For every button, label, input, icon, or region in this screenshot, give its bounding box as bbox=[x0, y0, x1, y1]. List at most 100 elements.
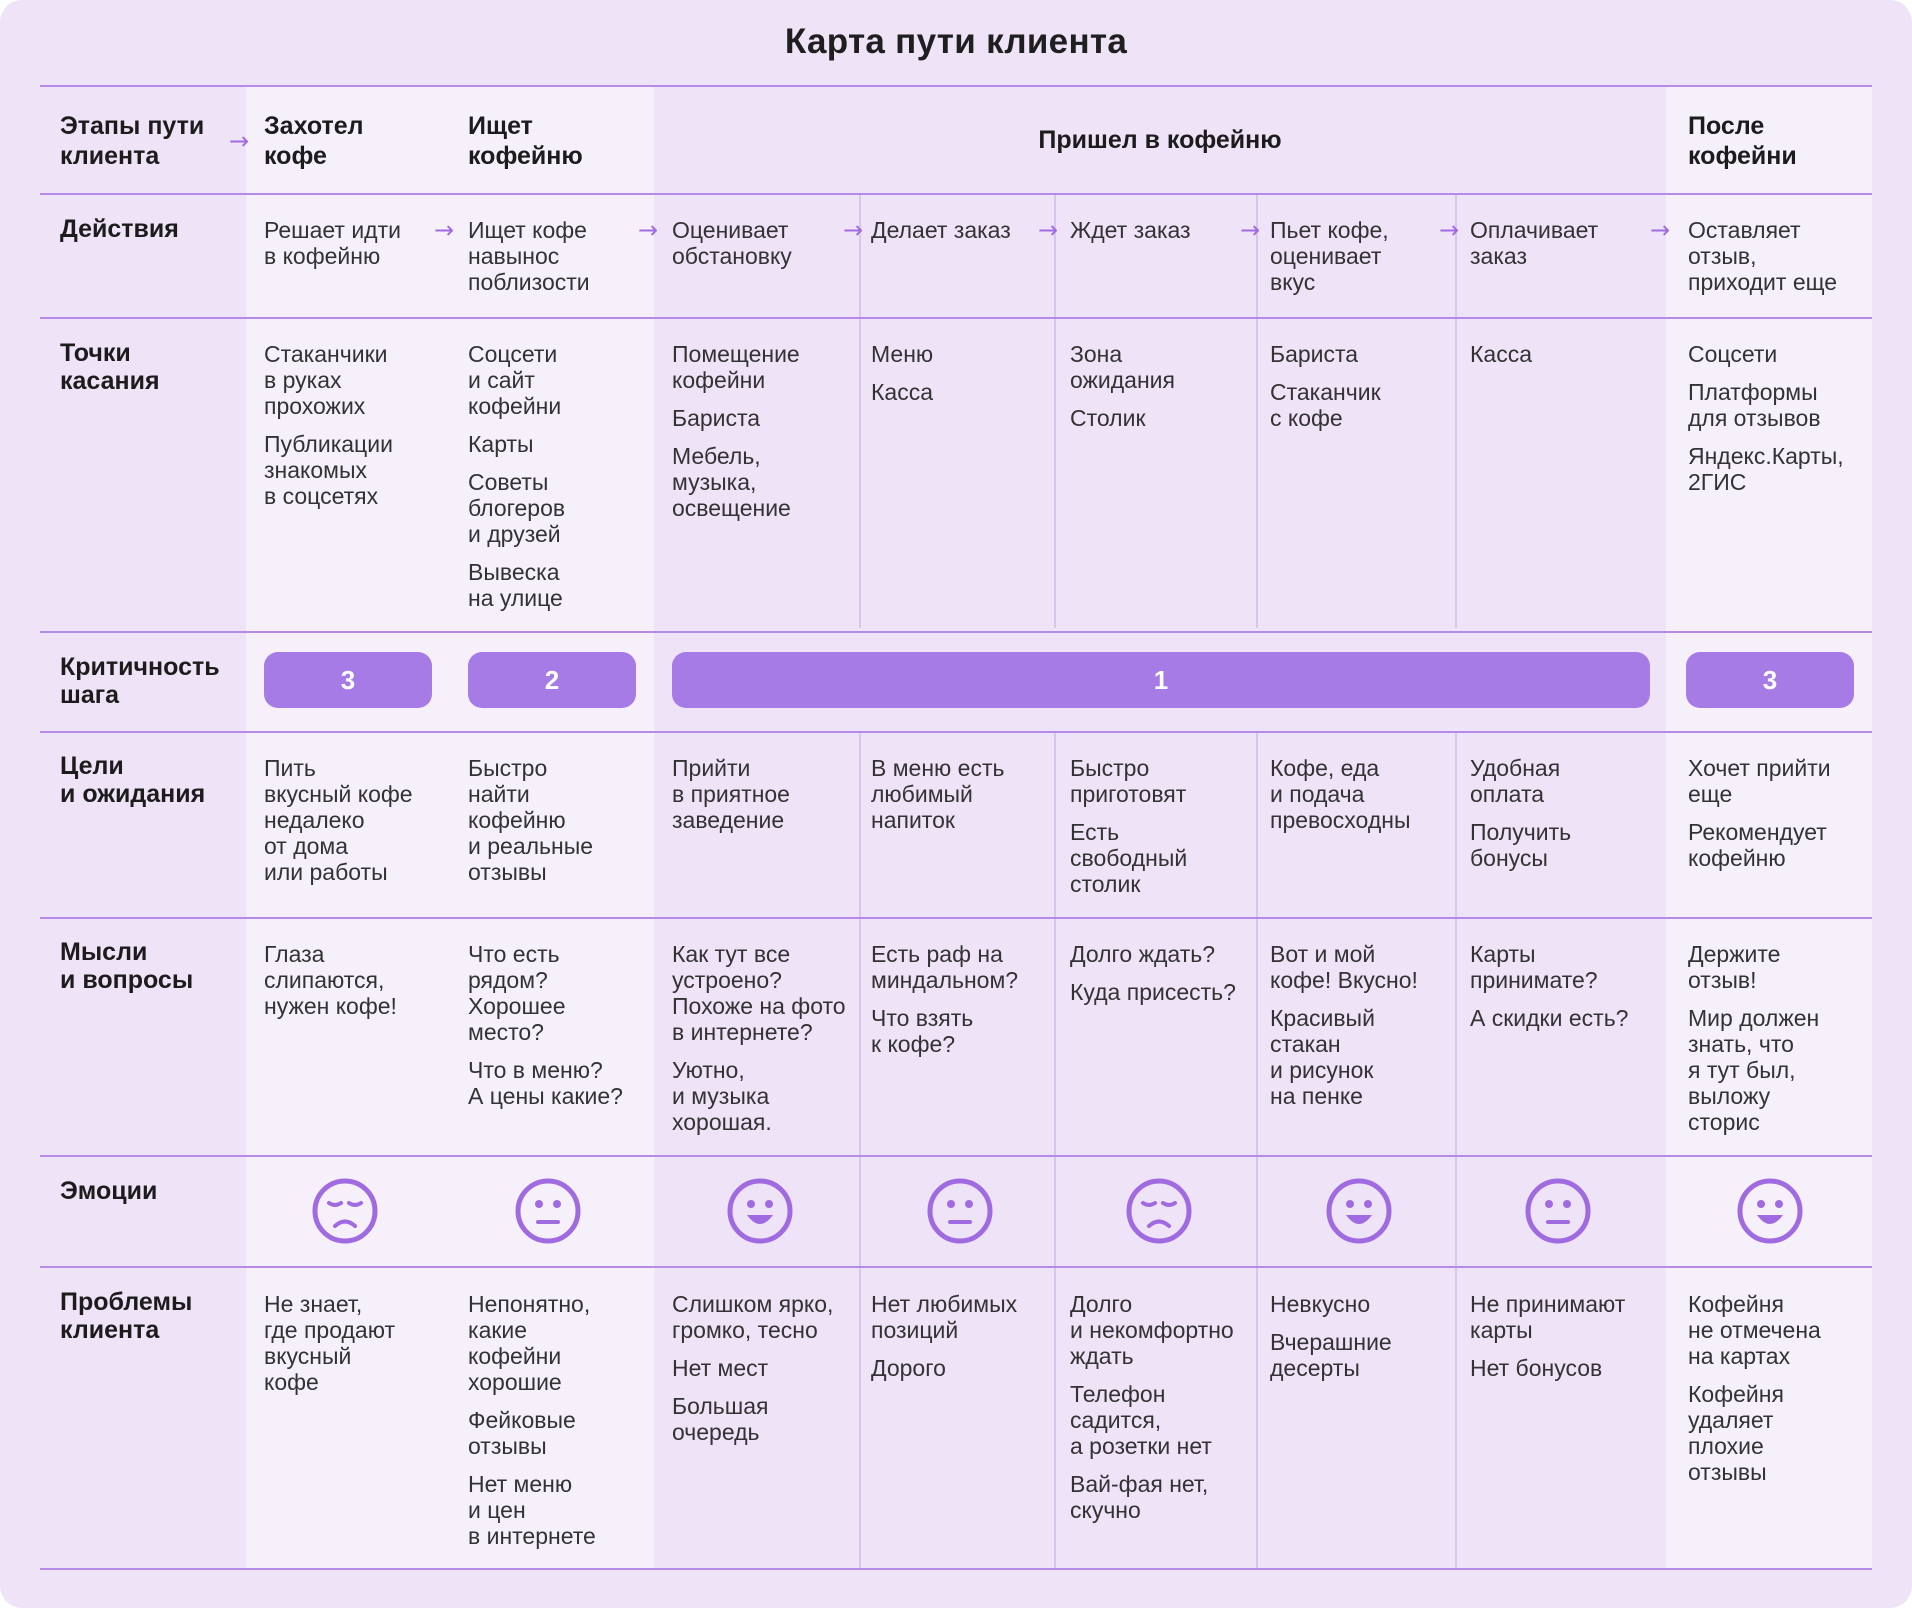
thought-item: Как тут все устроено? Похоже на фото в и… bbox=[672, 941, 846, 1045]
problem-item: Фейковые отзывы bbox=[468, 1407, 576, 1459]
goal-item: Быстро приготовят bbox=[1070, 755, 1187, 807]
touchpoint-item: Публикации знакомых в соцсетях bbox=[264, 431, 393, 509]
goal-item: Прийти в приятное заведение bbox=[672, 755, 790, 833]
arrow-right-icon: → bbox=[843, 216, 864, 244]
touchpoint-item: Помещение кофейни bbox=[672, 341, 800, 393]
problem-cell: Непонятно, какие кофейни хорошие Фейковы… bbox=[468, 1291, 596, 1561]
problem-item: Вчерашние десерты bbox=[1270, 1329, 1392, 1381]
thought-item: А скидки есть? bbox=[1470, 1005, 1629, 1031]
action-cell: Оставляет отзыв, приходит еще bbox=[1688, 217, 1838, 295]
goal-cell: Быстро приготовят Есть свободный столик bbox=[1070, 755, 1187, 909]
touchpoint-cell: Бариста Стаканчик с кофе bbox=[1270, 341, 1381, 443]
thought-item: Глаза слипаются, нужен кофе! bbox=[264, 941, 397, 1019]
row-divider bbox=[40, 731, 1872, 733]
thought-cell: Держите отзыв! Мир должен знать, что я т… bbox=[1688, 941, 1819, 1147]
criticality-badge: 3 bbox=[264, 652, 432, 708]
goal-item: В меню есть любимый напиток bbox=[871, 755, 1005, 833]
criticality-badge: 2 bbox=[468, 652, 636, 708]
column-divider bbox=[1455, 194, 1457, 628]
touchpoint-cell: Стаканчики в руках прохожих Публикации з… bbox=[264, 341, 393, 521]
goal-cell: Прийти в приятное заведение bbox=[672, 755, 790, 845]
row-divider bbox=[40, 85, 1872, 87]
touchpoint-cell: Соцсети Платформы для отзывов Яндекс.Кар… bbox=[1688, 341, 1844, 507]
happy-face-icon bbox=[1737, 1178, 1803, 1244]
thought-item: Уютно, и музыка хорошая. bbox=[672, 1057, 772, 1135]
action-cell: Пьет кофе, оценивает вкус bbox=[1270, 217, 1389, 295]
touchpoint-cell: Касса bbox=[1470, 341, 1532, 379]
problem-item: Слишком ярко, громко, тесно bbox=[672, 1291, 834, 1343]
goal-item: Удобная оплата bbox=[1470, 755, 1561, 807]
neutral-face-icon bbox=[515, 1178, 581, 1244]
arrow-right-icon: → bbox=[1038, 216, 1059, 244]
touchpoint-item: Карты bbox=[468, 431, 534, 457]
thought-cell: Карты принимате? А скидки есть? bbox=[1470, 941, 1628, 1043]
thought-item: Вот и мой кофе! Вкусно! bbox=[1270, 941, 1418, 993]
action-cell: Ждет заказ bbox=[1070, 217, 1191, 243]
problem-item: Не знает, где продают вкусный кофе bbox=[264, 1291, 395, 1395]
thought-cell: Что есть рядом? Хорошее место? Что в мен… bbox=[468, 941, 623, 1121]
stage-header: Ищет кофейню bbox=[468, 112, 583, 170]
problem-item: Кофейня удаляет плохие отзывы bbox=[1688, 1381, 1784, 1485]
touchpoint-item: Вывеска на улице bbox=[468, 559, 563, 611]
neutral-face-icon bbox=[927, 1178, 993, 1244]
row-divider bbox=[40, 917, 1872, 919]
problem-item: Не принимают карты bbox=[1470, 1291, 1626, 1343]
annoyed-face-icon bbox=[1126, 1178, 1192, 1244]
arrow-right-icon: → bbox=[1240, 216, 1261, 244]
touchpoint-cell: Меню Касса bbox=[871, 341, 933, 417]
column-divider bbox=[1054, 194, 1056, 628]
goal-item: Быстро найти кофейню и реальные отзывы bbox=[468, 755, 594, 885]
row-divider bbox=[40, 1155, 1872, 1157]
problem-item: Нет любимых позиций bbox=[871, 1291, 1018, 1343]
touchpoint-item: Бариста bbox=[672, 405, 761, 431]
touchpoint-cell: Зона ожидания Столик bbox=[1070, 341, 1175, 443]
action-cell: Решает идти в кофейню bbox=[264, 217, 401, 269]
arrow-right-icon: → bbox=[1650, 216, 1671, 244]
row-divider bbox=[40, 317, 1872, 319]
thought-item: Красивый стакан и рисунок на пенке bbox=[1270, 1005, 1375, 1109]
problem-item: Нет меню и цен в интернете bbox=[468, 1471, 596, 1549]
action-cell: Оплачивает заказ bbox=[1470, 217, 1599, 269]
thought-cell: Вот и мой кофе! Вкусно! Красивый стакан … bbox=[1270, 941, 1418, 1121]
touchpoint-cell: Соцсети и сайт кофейни Карты Советы блог… bbox=[468, 341, 565, 623]
stage-header: После кофейни bbox=[1688, 112, 1797, 170]
row-label-problems: Проблемы клиента bbox=[60, 1288, 193, 1344]
row-label-emotions: Эмоции bbox=[60, 1177, 158, 1205]
row-label-touchpoints: Точки касания bbox=[60, 339, 160, 395]
thought-item: Есть раф на миндальном? bbox=[871, 941, 1019, 993]
problem-cell: Не принимают карты Нет бонусов bbox=[1470, 1291, 1625, 1393]
touchpoint-item: Столик bbox=[1070, 405, 1146, 431]
thought-item: Карты принимате? bbox=[1470, 941, 1598, 993]
arrow-right-icon: → bbox=[434, 216, 455, 244]
touchpoint-item: Зона ожидания bbox=[1070, 341, 1175, 393]
goal-item: Кофе, еда и подача превосходны bbox=[1270, 755, 1411, 833]
row-label-thoughts: Мысли и вопросы bbox=[60, 938, 194, 994]
touchpoint-item: Бариста bbox=[1270, 341, 1359, 367]
problem-cell: Долго и некомфортно ждать Телефон садитс… bbox=[1070, 1291, 1234, 1535]
column-divider bbox=[1054, 732, 1056, 1570]
arrow-right-icon: → bbox=[1439, 216, 1460, 244]
problem-item: Невкусно bbox=[1270, 1291, 1371, 1317]
thought-item: Держите отзыв! bbox=[1688, 941, 1781, 993]
neutral-face-icon bbox=[1525, 1178, 1591, 1244]
column-band-stage-2 bbox=[450, 86, 654, 1570]
problem-item: Непонятно, какие кофейни хорошие bbox=[468, 1291, 591, 1395]
column-divider bbox=[1256, 732, 1258, 1570]
touchpoint-item: Меню bbox=[871, 341, 934, 367]
thought-item: Мир должен знать, что я тут был, выложу … bbox=[1688, 1005, 1820, 1135]
goal-item: Есть свободный столик bbox=[1070, 819, 1188, 897]
column-divider bbox=[1256, 194, 1258, 628]
thought-cell: Глаза слипаются, нужен кофе! bbox=[264, 941, 397, 1031]
column-band-stage-4 bbox=[1666, 86, 1872, 1570]
problem-item: Долго и некомфортно ждать bbox=[1070, 1291, 1234, 1369]
problem-item: Кофейня не отмечена на картах bbox=[1688, 1291, 1821, 1369]
goal-item: Хочет прийти еще bbox=[1688, 755, 1831, 807]
touchpoint-cell: Помещение кофейни Бариста Мебель, музыка… bbox=[672, 341, 800, 533]
thought-item: Что есть рядом? Хорошее место? bbox=[468, 941, 566, 1045]
touchpoint-item: Яндекс.Карты, 2ГИС bbox=[1688, 443, 1844, 495]
column-divider bbox=[859, 194, 861, 628]
column-divider bbox=[859, 732, 861, 1570]
goal-cell: В меню есть любимый напиток bbox=[871, 755, 1005, 845]
touchpoint-item: Соцсети и сайт кофейни bbox=[468, 341, 562, 419]
touchpoint-item: Соцсети bbox=[1688, 341, 1778, 367]
